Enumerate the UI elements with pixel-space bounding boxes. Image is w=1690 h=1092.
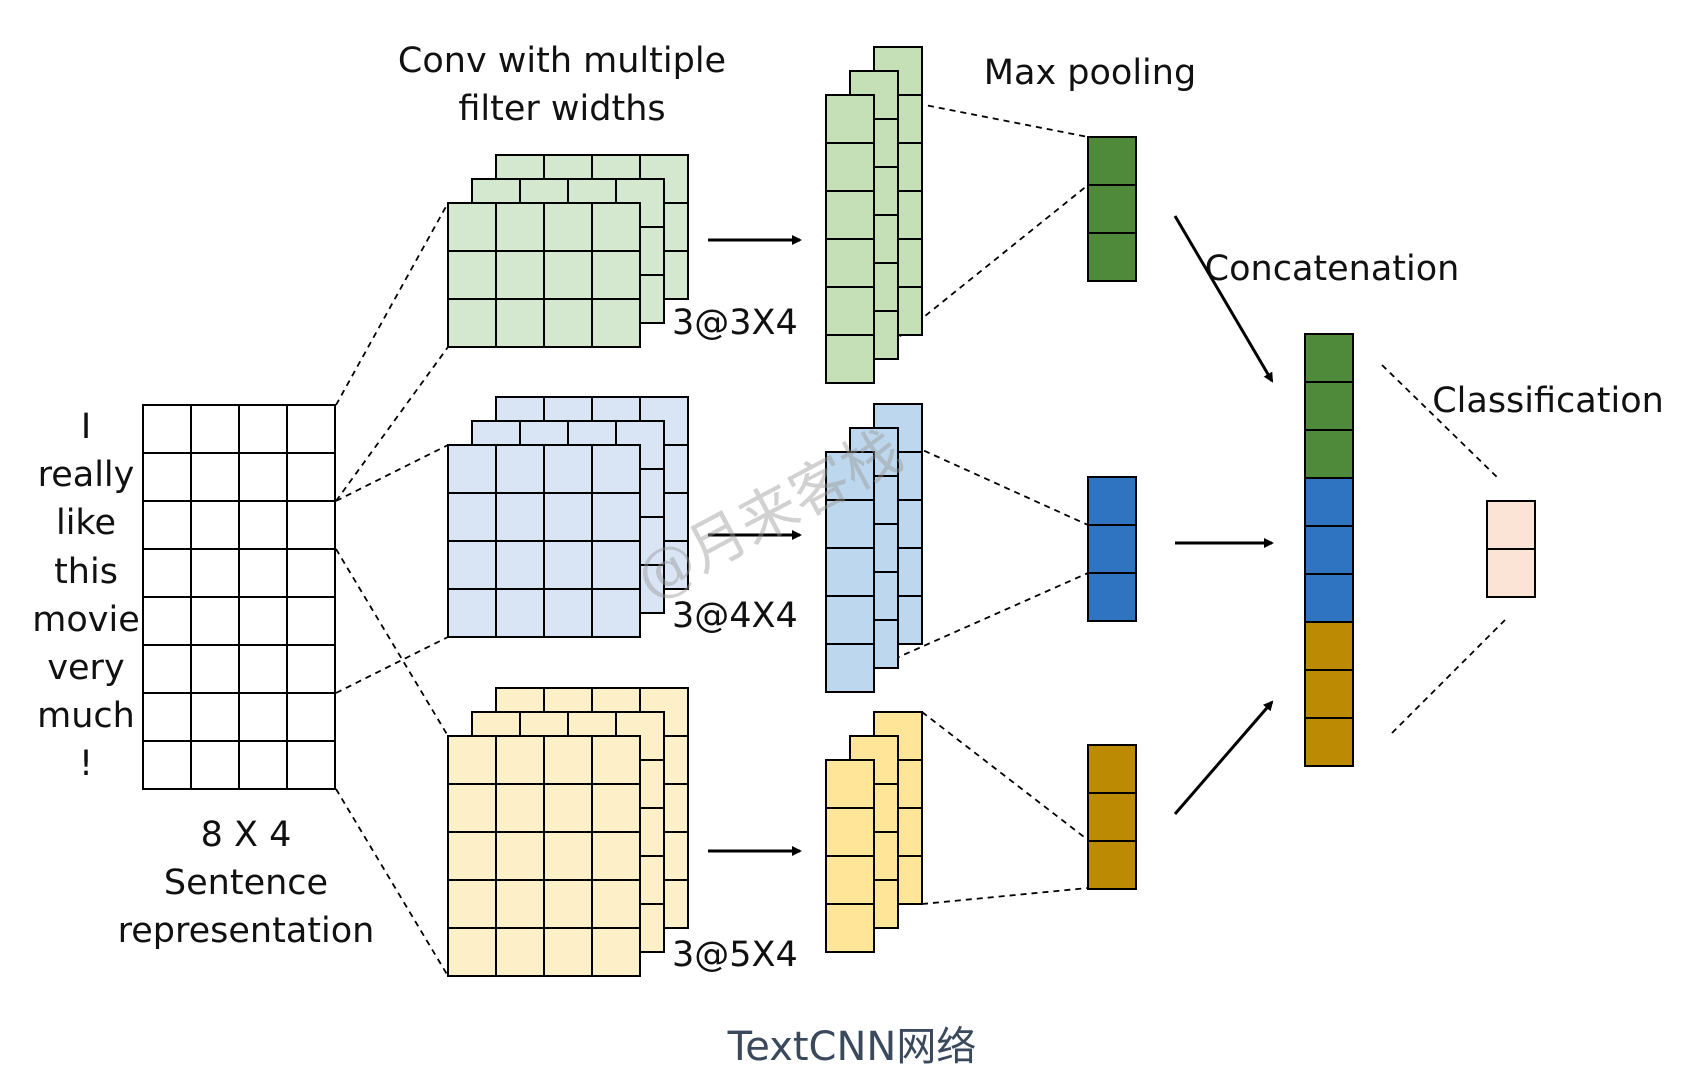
filter-layer: [447, 735, 641, 977]
input-name-line2: representation: [118, 911, 375, 951]
word-label: really: [38, 455, 135, 495]
concatenated-vector: [1304, 333, 1354, 767]
concatenation-label: Concatenation: [1205, 249, 1460, 289]
dashed-line: [335, 444, 449, 502]
figure-caption: TextCNN网络: [727, 1024, 977, 1070]
filter-label-w4: 3@4X4: [672, 596, 798, 636]
concat-segment: [1304, 477, 1354, 623]
pooled-vector: [1087, 744, 1137, 890]
word-label: much: [37, 696, 135, 736]
input-size-label: 8 X 4: [201, 815, 292, 855]
dashed-line: [921, 887, 1089, 905]
output-cells: [1486, 500, 1536, 598]
dashed-line: [335, 636, 449, 694]
filter-layer: [447, 444, 641, 638]
concat-segment: [1304, 621, 1354, 767]
dashed-line: [921, 711, 1089, 841]
input-grid: [142, 404, 336, 790]
conv-title-line2: filter widths: [458, 89, 665, 129]
word-label: !: [79, 744, 93, 784]
word-label: this: [54, 552, 118, 592]
input-words: I really like this movie very much !: [32, 407, 139, 784]
dashed-line: [335, 788, 449, 977]
conv-title-line1: Conv with multiple: [398, 41, 726, 81]
dashed-line: [1381, 364, 1501, 481]
arrows: [708, 215, 1274, 856]
dashed-line: [335, 548, 449, 737]
feature-map: [825, 759, 875, 953]
arrow-concat-top: [1173, 215, 1274, 383]
input-matrix: [142, 404, 336, 790]
arrow-concat-bottom: [1173, 700, 1274, 815]
pooled-vector: [1087, 136, 1137, 282]
concat-segment: [1304, 333, 1354, 479]
dashed-line: [335, 202, 449, 406]
branch-filter-width-4: [447, 396, 1137, 693]
word-label: like: [56, 503, 116, 543]
dashed-line: [335, 346, 449, 502]
feature-map: [825, 451, 875, 693]
branch-filter-width-5: [447, 687, 1137, 977]
dashed-connectors: [335, 94, 1506, 977]
filter-label-w5: 3@5X4: [672, 935, 798, 975]
dashed-line: [1391, 619, 1506, 734]
classification-label: Classification: [1432, 381, 1664, 421]
word-label: movie: [32, 600, 139, 640]
filter-label-w3: 3@3X4: [672, 303, 798, 343]
filter-layer: [447, 202, 641, 348]
pooled-vector: [1087, 476, 1137, 622]
word-label: I: [81, 407, 91, 447]
output-vector: [1486, 500, 1536, 598]
max-pooling-label: Max pooling: [984, 53, 1196, 93]
branch-filter-width-3: [447, 46, 1137, 384]
word-label: very: [47, 648, 124, 688]
feature-map: [825, 94, 875, 384]
input-name-line1: Sentence: [164, 863, 328, 903]
